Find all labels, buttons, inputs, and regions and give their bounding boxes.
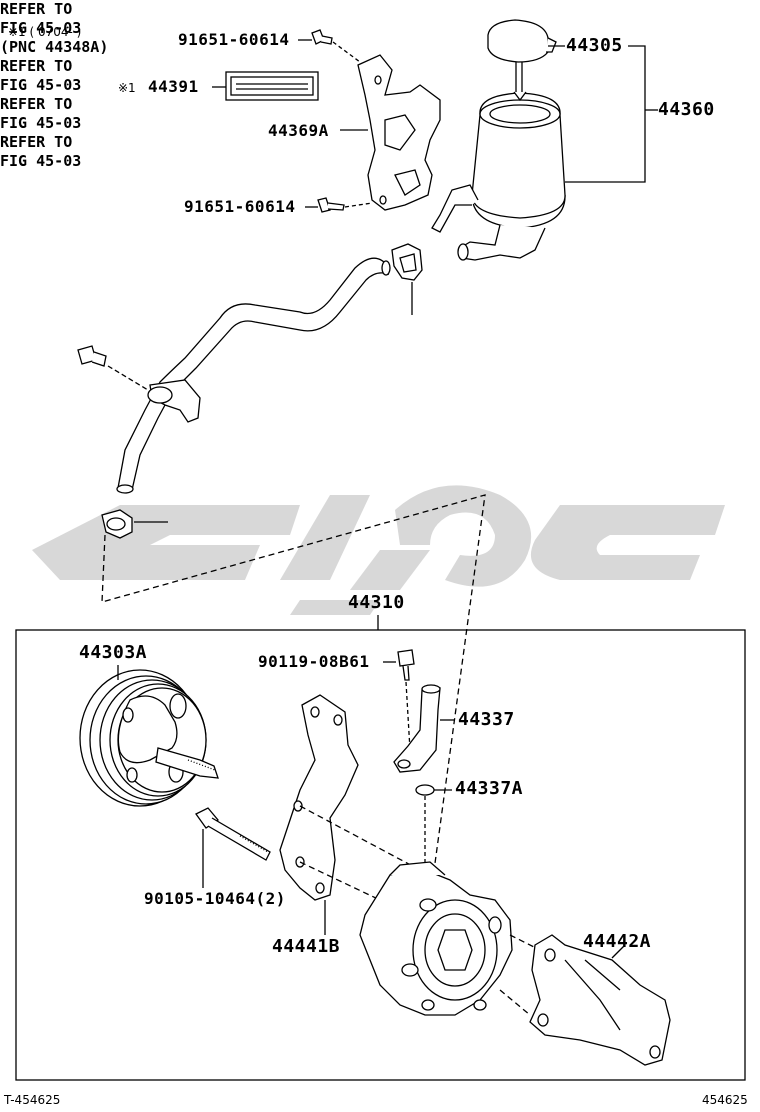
bolt-bottom — [317, 197, 345, 213]
part-label-44360[interactable]: 44360 — [658, 99, 715, 120]
part-label-44337[interactable]: 44337 — [458, 709, 515, 730]
part-label-91651-bottom[interactable]: 91651-60614 — [184, 197, 296, 216]
pump-bracket — [279, 694, 359, 901]
part-label-91651-top[interactable]: 91651-60614 — [178, 30, 290, 49]
part-label-44391[interactable]: 44391 — [148, 77, 199, 96]
clamp-tank — [391, 243, 423, 281]
union-bolt — [397, 649, 415, 681]
part-label-44310[interactable]: 44310 — [348, 592, 405, 613]
pump-body — [359, 861, 513, 1016]
rear-bracket — [529, 934, 671, 1066]
label-plate — [225, 71, 319, 101]
return-hose — [116, 257, 391, 494]
header-note: ※1 ( 0704- ) — [8, 25, 82, 39]
refer-hose[interactable]: REFER TO FIG 45-03 (PNC 44348A) — [0, 0, 109, 56]
part-label-90119[interactable]: 90119-08B61 — [258, 652, 370, 671]
hose-bolt — [77, 345, 107, 367]
part-label-44442a[interactable]: 44442A — [583, 931, 652, 952]
long-bolt — [195, 807, 271, 861]
part-mark-44391: ※1 — [118, 81, 136, 95]
reservoir-tank — [431, 92, 566, 261]
watermark — [32, 485, 725, 615]
clamp-bottom — [101, 509, 133, 539]
part-label-44303a[interactable]: 44303A — [79, 642, 148, 663]
refer-clamp-bottom[interactable]: REFER TO FIG 45-03 — [0, 133, 82, 170]
suction-fitting — [393, 684, 441, 773]
refer-bolt[interactable]: REFER TO FIG 45-03 — [0, 57, 82, 94]
assembly-frame — [15, 629, 746, 1081]
bolt-top — [311, 29, 333, 45]
part-label-44441b[interactable]: 44441B — [272, 936, 341, 957]
pulley — [79, 669, 219, 807]
part-label-44337a[interactable]: 44337A — [455, 778, 524, 799]
refer-clamp-right[interactable]: REFER TO FIG 45-03 — [0, 95, 82, 132]
part-label-44369a[interactable]: 44369A — [268, 121, 329, 140]
part-label-90105[interactable]: 90105-10464(2) — [144, 889, 286, 908]
footer-right-id: 454625 — [702, 1093, 748, 1107]
reservoir-cap — [487, 19, 557, 102]
part-label-44305[interactable]: 44305 — [566, 35, 623, 56]
reservoir-bracket — [357, 54, 441, 211]
o-ring — [415, 784, 435, 796]
diagram-linework — [15, 19, 746, 1081]
footer-left-id: T-454625 — [4, 1093, 61, 1107]
